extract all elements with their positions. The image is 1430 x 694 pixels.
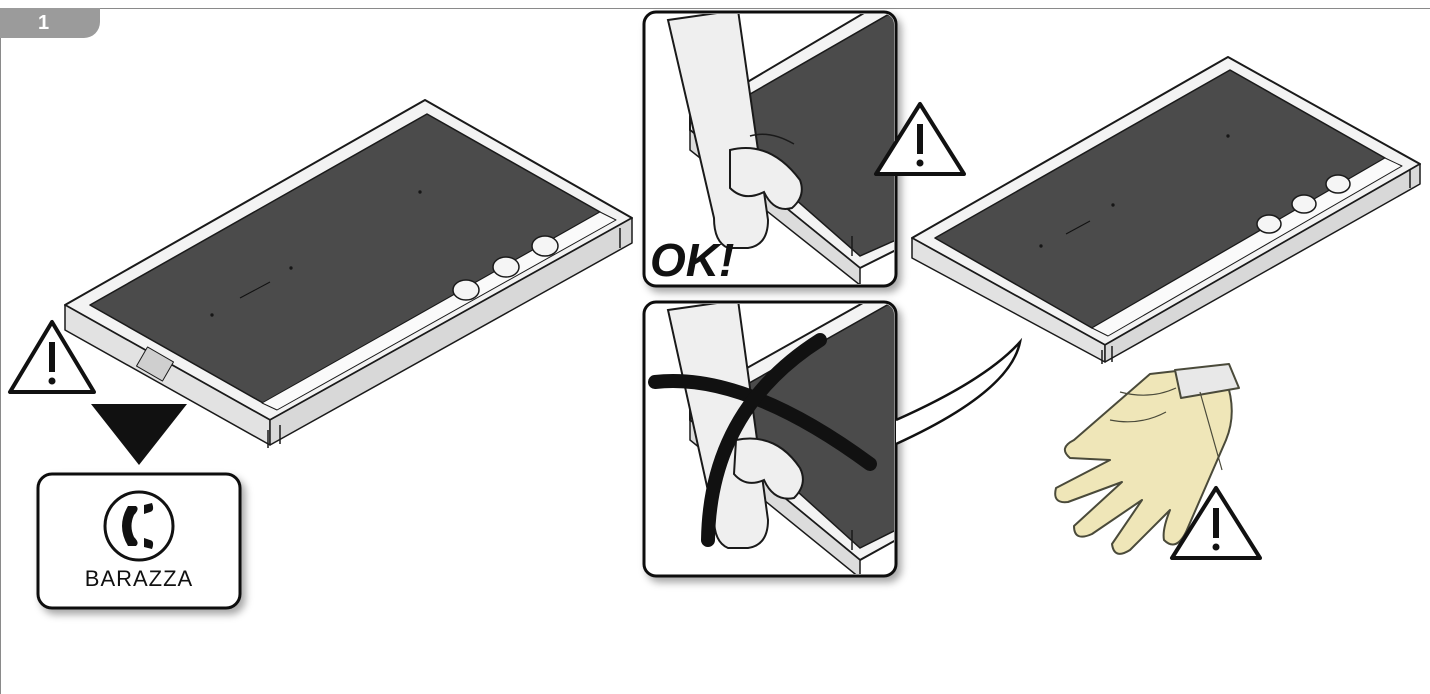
callout-pointer	[896, 342, 1020, 444]
wrong-panel	[644, 290, 896, 578]
ok-panel: OK!	[644, 0, 896, 286]
left-cooktop	[65, 100, 632, 448]
down-arrow-icon	[91, 404, 187, 465]
telephone-icon	[105, 492, 173, 560]
ok-label: OK!	[650, 234, 734, 286]
service-card-brand: BARAZZA	[85, 566, 193, 591]
service-card: BARAZZA	[38, 474, 240, 608]
right-cooktop	[912, 57, 1420, 364]
